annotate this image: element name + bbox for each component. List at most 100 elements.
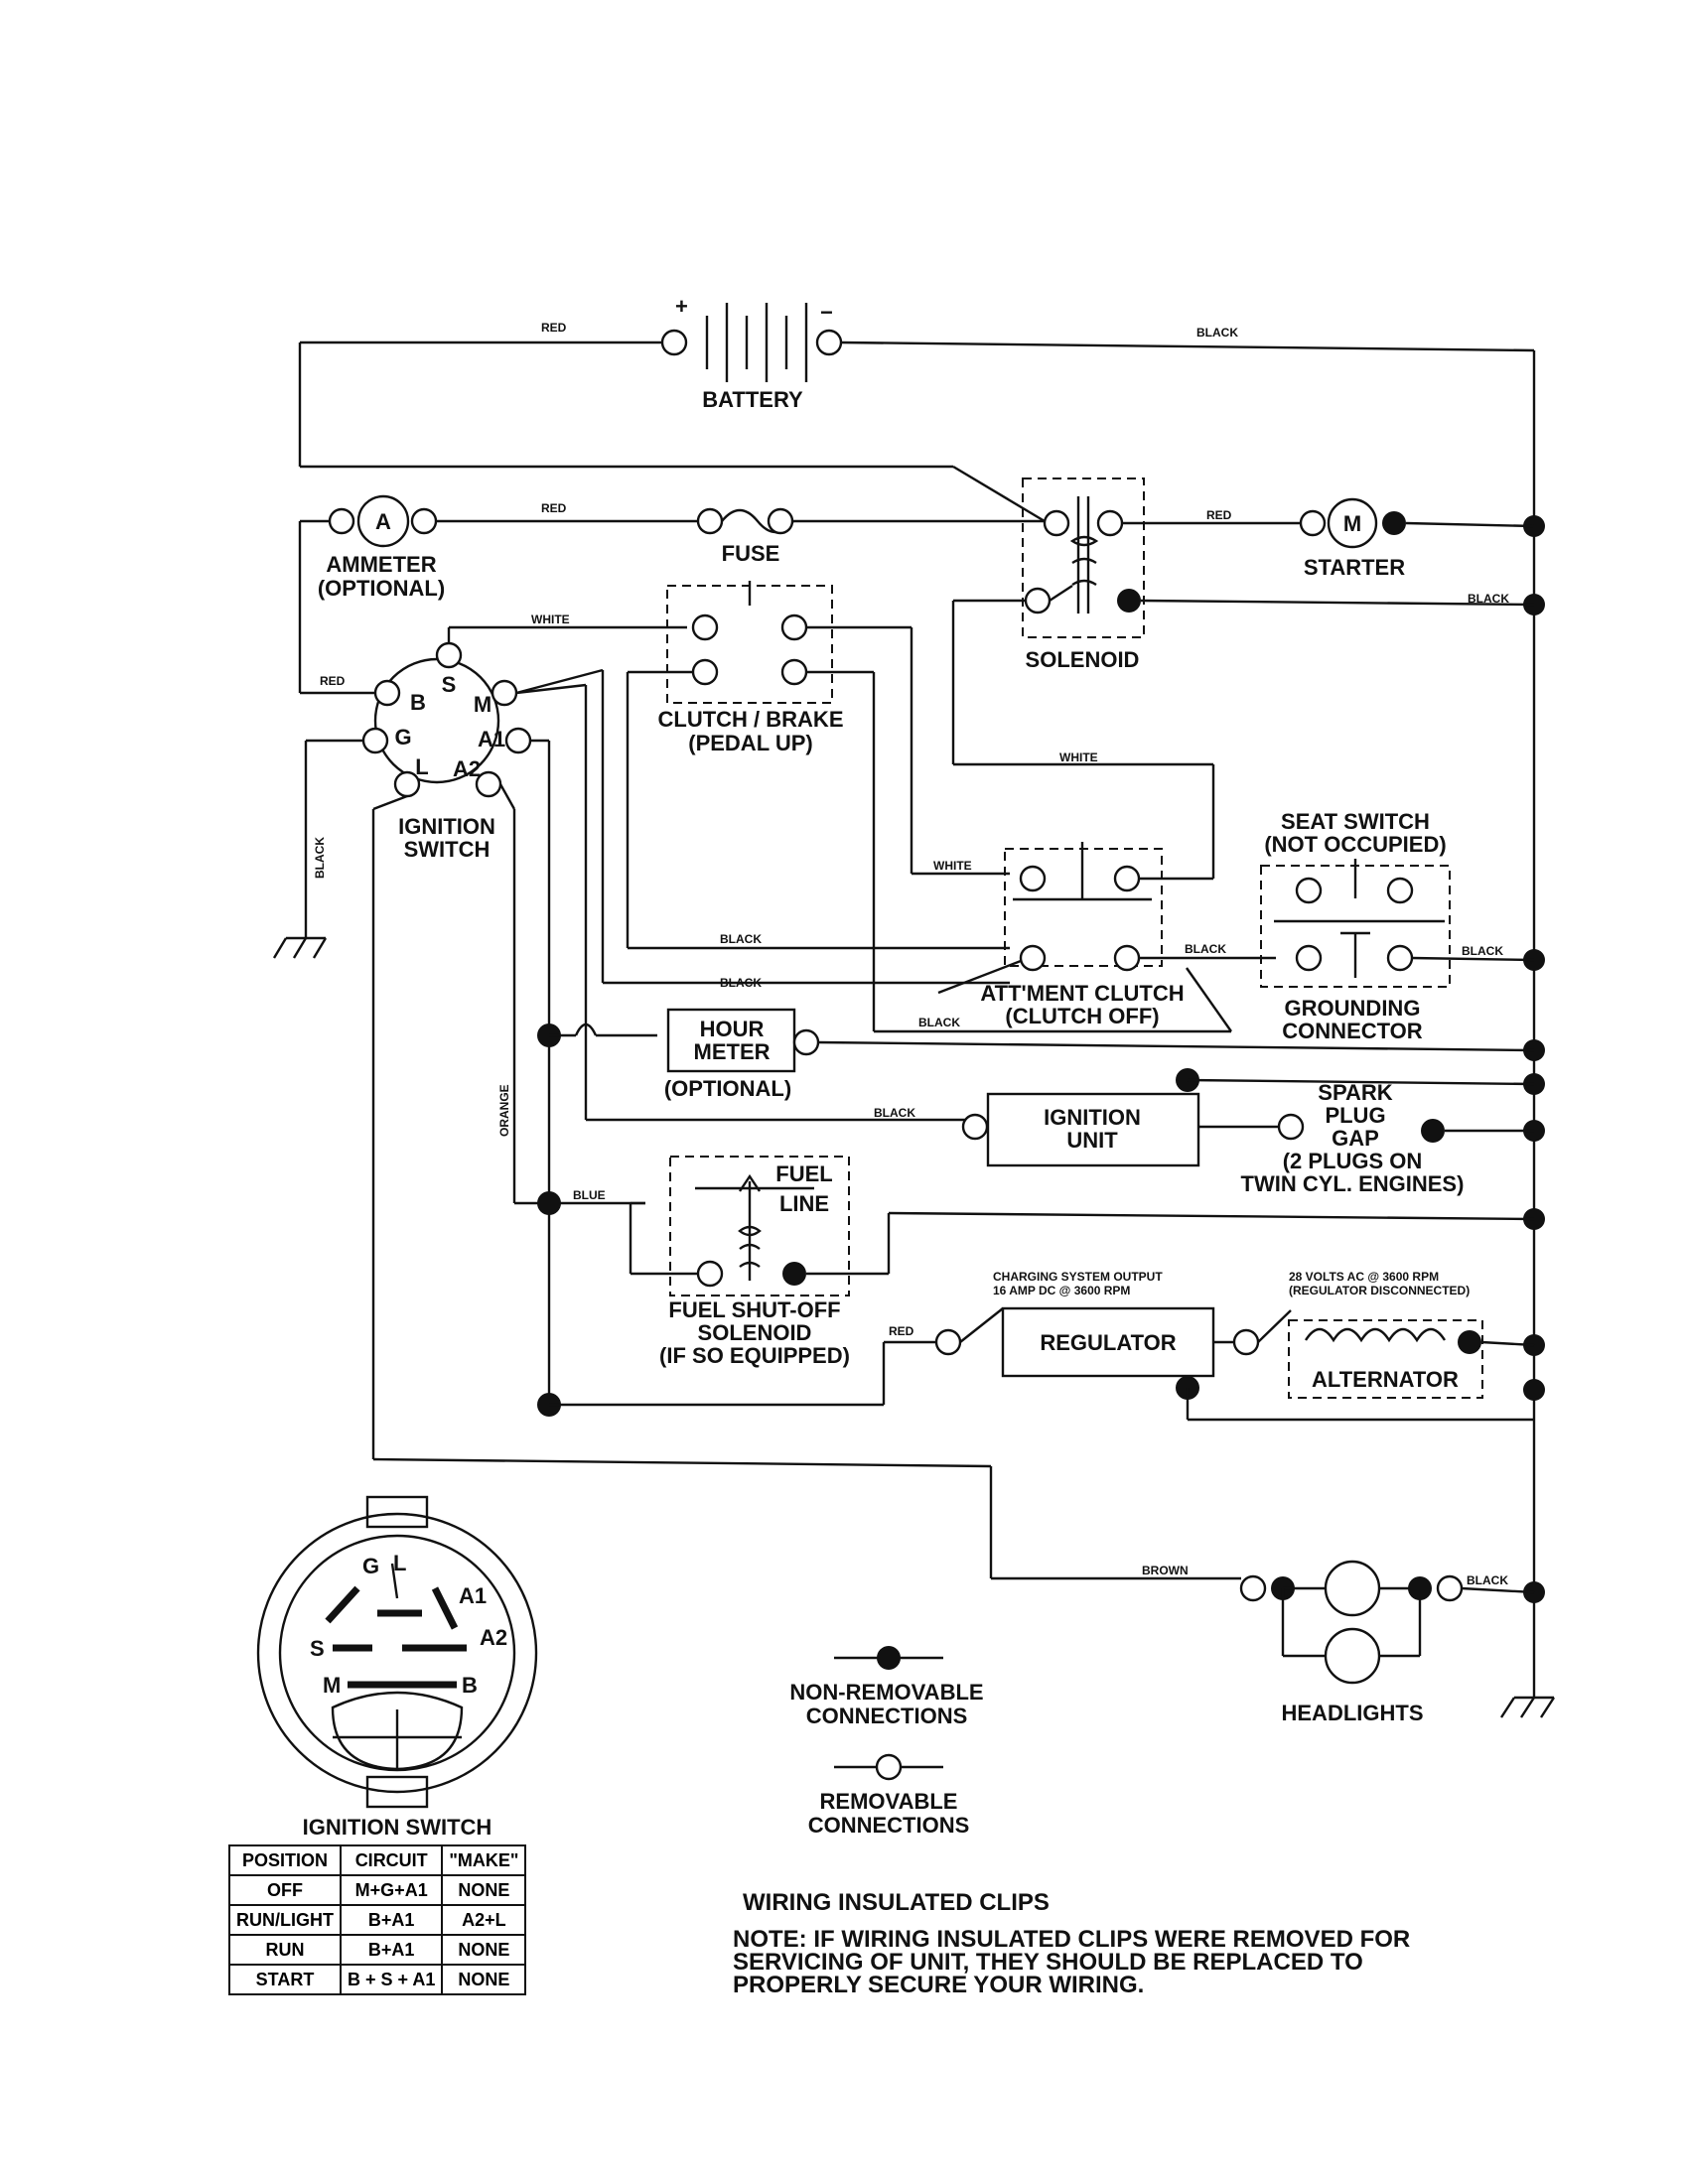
table-cell: B + S + A1: [339, 1964, 444, 1995]
line-label: LINE: [779, 1191, 829, 1216]
wire-red-battery: RED: [541, 321, 567, 335]
ammeter: A AMMETER (OPTIONAL) RED RED: [298, 494, 698, 695]
wire-black-attment: BLACK: [918, 1016, 960, 1029]
clutch-brake-sub: (PEDAL UP): [688, 731, 813, 755]
attment-clutch-label: ATT'MENT CLUTCH: [980, 981, 1184, 1006]
table-row: RUN/LIGHT B+A1 A2+L: [228, 1904, 527, 1936]
wire-black-clutch-1: BLACK: [720, 932, 762, 946]
seat-switch-sub: (NOT OCCUPIED): [1264, 832, 1446, 857]
ignition-switch: B S M G A1 L A2 IGNITION SWITCH: [361, 641, 532, 862]
alternator: ALTERNATOR 28 VOLTS AC @ 3600 RPM (REGUL…: [1288, 1270, 1535, 1399]
hour-meter: HOUR METER (OPTIONAL): [549, 1008, 1535, 1101]
grounding-connector-label: GROUNDING: [1285, 996, 1421, 1021]
spark-label: SPARK: [1318, 1080, 1392, 1105]
switch-face-a2: A2: [480, 1625, 507, 1650]
terminal-b: B: [410, 690, 426, 715]
plugs-note: (2 PLUGS ON: [1283, 1149, 1423, 1173]
fuse-label: FUSE: [722, 541, 780, 566]
terminal-a2: A2: [453, 756, 481, 781]
wire-brown: BROWN: [1142, 1564, 1189, 1577]
table-cell: NONE: [441, 1874, 527, 1906]
wire-black-seat: BLACK: [1185, 942, 1226, 956]
seat-switch-label: SEAT SWITCH: [1281, 809, 1430, 834]
hour-meter-optional: (OPTIONAL): [664, 1076, 791, 1101]
legend-removable: REMOVABLE: [820, 1789, 958, 1814]
table-header: CIRCUIT: [339, 1844, 444, 1876]
note-block: NOTE: IF WIRING INSULATED CLIPS WERE REM…: [733, 1926, 1411, 1998]
switch-face-b: B: [462, 1673, 478, 1698]
table-cell: RUN/LIGHT: [228, 1904, 342, 1936]
legend: NON-REMOVABLE CONNECTIONS REMOVABLE CONN…: [789, 1646, 984, 1838]
gap-label: GAP: [1332, 1126, 1379, 1151]
table-row: START B + S + A1 NONE: [228, 1964, 527, 1995]
plug-label: PLUG: [1325, 1103, 1385, 1128]
alternator-output-note: (REGULATOR DISCONNECTED): [1289, 1284, 1470, 1297]
wire-red-ammeter: RED: [541, 501, 567, 515]
table-header: POSITION: [228, 1844, 342, 1876]
starter-label: STARTER: [1304, 555, 1405, 580]
table-row: RUN B+A1 NONE: [228, 1934, 527, 1966]
ignition-switch-label-2: SWITCH: [404, 837, 491, 862]
wire-black-ground: BLACK: [313, 837, 327, 879]
wire-black-headlights: BLACK: [1467, 1573, 1508, 1587]
fuse: FUSE: [696, 507, 1045, 566]
switch-face-g: G: [362, 1554, 379, 1578]
table-row: OFF M+G+A1 NONE: [228, 1874, 527, 1906]
twin-cyl-note: TWIN CYL. ENGINES): [1241, 1171, 1465, 1196]
seat-switch: SEAT SWITCH (NOT OCCUPIED) GROUNDING CON…: [1260, 809, 1535, 1043]
table-cell: M+G+A1: [339, 1874, 444, 1906]
ignition-unit: IGNITION UNIT SPARK PLUG GAP (2 PLUGS ON…: [961, 1068, 1535, 1196]
wire-black-battery: BLACK: [1196, 326, 1238, 340]
battery-plus: +: [675, 294, 688, 319]
headlights-label: HEADLIGHTS: [1282, 1701, 1424, 1725]
switch-face-a1: A1: [459, 1583, 487, 1608]
terminal-m: M: [474, 692, 491, 717]
fuel-label: FUEL: [775, 1161, 832, 1186]
wire-white-clutch: WHITE: [531, 613, 570, 626]
ignition-switch-label: IGNITION: [398, 814, 495, 839]
ammeter-symbol: A: [375, 509, 391, 534]
switch-face-title: IGNITION SWITCH: [303, 1815, 492, 1840]
solenoid: SOLENOID WHITE BLACK: [951, 478, 1535, 879]
battery-label: BATTERY: [702, 387, 803, 412]
wire-black-solenoid: BLACK: [1468, 592, 1509, 606]
table-cell: B+A1: [339, 1904, 444, 1936]
legend-non-removable: NON-REMOVABLE: [789, 1680, 983, 1705]
note-line-1: IF WIRING INSULATED CLIPS WERE REMOVED F…: [813, 1926, 1411, 1953]
fuel-solenoid-label-2: SOLENOID: [698, 1320, 812, 1345]
terminal-a1: A1: [478, 727, 505, 751]
grounding-connector-label-2: CONNECTOR: [1282, 1019, 1422, 1043]
terminal-l: L: [415, 754, 428, 779]
starter-symbol: M: [1343, 511, 1361, 536]
fuel-solenoid-label: FUEL SHUT-OFF: [668, 1297, 840, 1322]
wire-orange: ORANGE: [497, 1084, 511, 1137]
clutch-brake-label: CLUTCH / BRAKE: [658, 707, 844, 732]
terminal-s: S: [442, 672, 457, 697]
table-cell: A2+L: [441, 1904, 527, 1936]
wire-black-grounding: BLACK: [1462, 944, 1503, 958]
fuel-solenoid: FUEL LINE FUEL SHUT-OFF SOLENOID (IF SO …: [629, 1156, 1535, 1368]
charging-output-rate: 16 AMP DC @ 3600 RPM: [993, 1284, 1130, 1297]
alternator-output-label: 28 VOLTS AC @ 3600 RPM: [1289, 1270, 1439, 1284]
wire-white-solenoid: WHITE: [1059, 751, 1098, 764]
hour-meter-label-2: METER: [694, 1039, 771, 1064]
note-line-2: SERVICING OF UNIT, THEY SHOULD BE REPLAC…: [733, 1949, 1363, 1976]
wire-white-attment: WHITE: [933, 859, 972, 873]
starter: M STARTER RED: [1122, 497, 1535, 580]
ignition-switch-table: POSITION CIRCUIT "MAKE" OFF M+G+A1 NONE …: [228, 1844, 527, 1995]
battery: + − BATTERY RED BLACK: [298, 294, 1535, 523]
hour-meter-label: HOUR: [700, 1017, 765, 1041]
headlights: HEADLIGHTS BLACK: [1239, 1560, 1535, 1725]
wire-blue: BLUE: [573, 1188, 606, 1202]
wire-black-clutch-2: BLACK: [720, 976, 762, 990]
ignition-unit-label-2: UNIT: [1066, 1128, 1118, 1153]
table-header: "MAKE": [441, 1844, 527, 1876]
wire-red-starter: RED: [1206, 508, 1232, 522]
table-cell: OFF: [228, 1874, 342, 1906]
wire-black-ignition-unit: BLACK: [874, 1106, 915, 1120]
note-line-3: PROPERLY SECURE YOUR WIRING.: [733, 1972, 1145, 1998]
ignition-unit-label: IGNITION: [1044, 1105, 1141, 1130]
battery-minus: −: [820, 300, 833, 325]
table-cell: NONE: [441, 1964, 527, 1995]
